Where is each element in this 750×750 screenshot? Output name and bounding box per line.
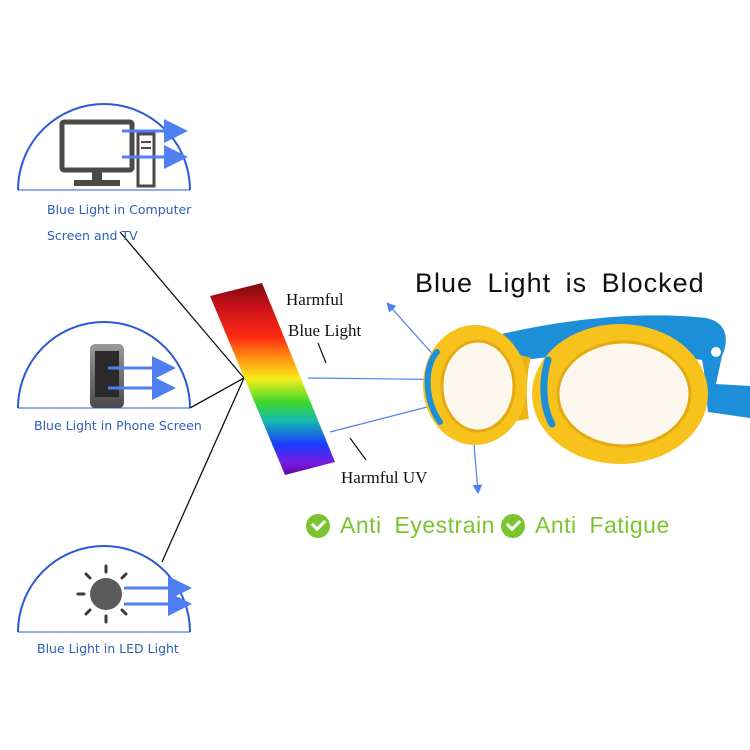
computer-label-line1: Blue Light in Computer bbox=[47, 202, 192, 217]
glasses-illustration bbox=[423, 315, 750, 464]
computer-label-line2: Screen and TV bbox=[47, 228, 138, 243]
source-led bbox=[17, 545, 192, 633]
benefit-anti-eyestrain: Anti Eyestrain bbox=[306, 512, 495, 539]
light-spectrum bbox=[210, 283, 335, 475]
headline: Blue Light is Blocked bbox=[415, 268, 705, 298]
source-computer bbox=[17, 103, 191, 191]
computer-source-label: Blue Light in Computer Screen and TV bbox=[47, 197, 191, 249]
phone-icon bbox=[90, 344, 124, 408]
benefit-label: Anti Eyestrain bbox=[340, 512, 495, 538]
harmful-blue-label-line1: Harmful bbox=[286, 290, 344, 309]
pointer-lines bbox=[317, 342, 367, 461]
computer-arrows bbox=[122, 119, 188, 169]
led-arrows bbox=[124, 576, 192, 616]
sun-icon bbox=[76, 564, 128, 624]
source-phone bbox=[17, 321, 191, 409]
benefit-label: Anti Fatigue bbox=[535, 512, 670, 538]
computer-icon bbox=[59, 119, 156, 188]
phone-source-label: Blue Light in Phone Screen bbox=[34, 418, 202, 433]
led-source-label: Blue Light in LED Light bbox=[37, 641, 179, 656]
connector-lines bbox=[119, 231, 245, 563]
phone-arrows bbox=[108, 356, 176, 400]
harmful-blue-label-line2: Blue Light bbox=[288, 321, 362, 340]
benefit-anti-fatigue: Anti Fatigue bbox=[501, 512, 670, 539]
check-icon bbox=[501, 513, 525, 538]
harmful-uv-label: Harmful UV bbox=[341, 468, 428, 487]
check-icon bbox=[306, 513, 330, 538]
